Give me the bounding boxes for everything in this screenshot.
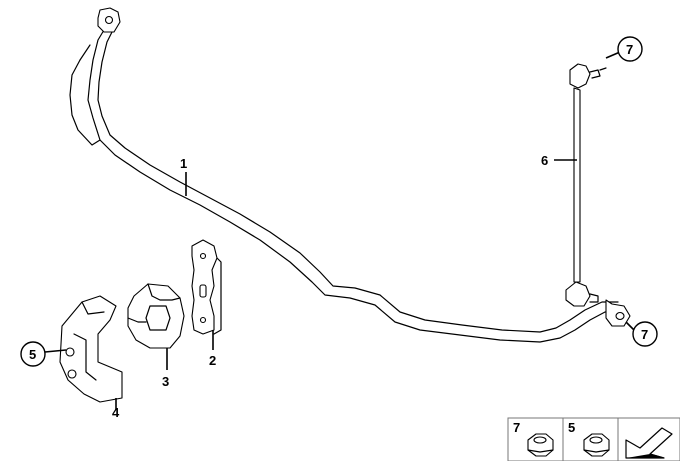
callout-number-1: 1 [180,156,187,171]
callout-number-2: 2 [209,353,216,368]
leader-line-7-top [605,51,621,59]
callout-number-5: 5 [29,347,36,362]
direction-arrow-icon [625,427,673,459]
rubber-mounting [127,283,185,349]
nut-icon-5 [583,433,610,457]
nut-icon-7 [527,433,554,457]
stabilizer-link [565,63,607,307]
callout-circle-7-top [617,36,643,62]
callout-circle-5 [20,341,46,367]
callout-number-3: 3 [162,374,169,389]
legend-label-5: 5 [568,420,575,435]
callout-number-7-top: 7 [626,42,633,57]
leader-line-5 [44,349,67,353]
clamp-bracket [191,239,222,335]
callout-number-7-bottom: 7 [641,327,648,342]
callout-number-4: 4 [112,405,120,420]
callout-circle-7-bottom [632,321,658,347]
callout-number-6: 6 [541,153,548,168]
leader-line-7-bottom [625,321,635,331]
legend-label-7: 7 [513,420,520,435]
legend: 7 5 [507,417,680,461]
support-bracket [59,295,123,403]
stabilizer-bar [69,7,631,343]
